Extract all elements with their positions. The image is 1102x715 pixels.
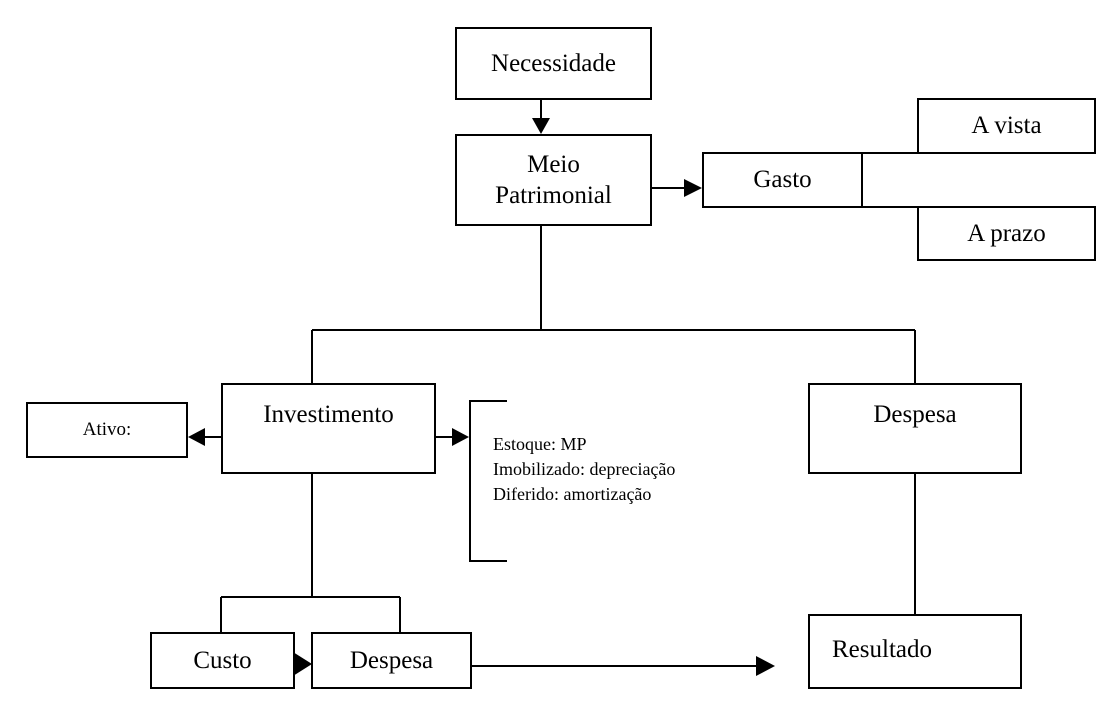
note-item: Imobilizado: depreciação	[493, 459, 676, 479]
node-label: Necessidade	[491, 49, 616, 77]
notes-bracket	[469, 400, 507, 562]
node-despesa-right: Despesa	[808, 383, 1022, 474]
node-label: Despesa	[349, 646, 434, 674]
arrowhead-right-icon	[684, 179, 702, 197]
node-label: Patrimonial	[495, 182, 612, 209]
node-label: Investimento	[263, 401, 394, 428]
arrowhead-right-icon	[293, 652, 312, 676]
arrowhead-left-icon	[188, 428, 205, 446]
node-gasto: Gasto	[702, 152, 863, 208]
node-a-vista: A vista	[917, 98, 1096, 154]
node-a-prazo: A prazo	[917, 206, 1096, 261]
node-necessidade: Necessidade	[455, 27, 652, 100]
node-label: A prazo	[967, 219, 1046, 247]
node-label: Resultado	[832, 636, 932, 663]
arrowhead-right-icon	[756, 656, 775, 676]
note-item: Estoque: MP	[493, 434, 587, 454]
node-resultado: Resultado	[808, 614, 1022, 689]
node-meio-patrimonial: Meio Patrimonial	[455, 134, 652, 226]
investment-notes: Estoque: MP Imobilizado: depreciação Dif…	[493, 432, 675, 507]
node-investimento: Investimento	[221, 383, 436, 474]
node-custo: Custo	[150, 632, 295, 689]
note-item: Diferido: amortização	[493, 484, 652, 504]
node-label: Custo	[193, 646, 252, 674]
node-despesa-bottom: Despesa	[311, 632, 472, 689]
arrowhead-right-icon	[452, 428, 469, 446]
arrowhead-down-icon	[532, 118, 550, 134]
node-label: Despesa	[873, 401, 957, 428]
node-ativo: Ativo:	[26, 402, 188, 458]
node-label: Gasto	[753, 166, 812, 194]
node-label: A vista	[971, 112, 1042, 140]
node-label: Meio	[527, 150, 580, 178]
node-label: Ativo:	[82, 419, 132, 441]
